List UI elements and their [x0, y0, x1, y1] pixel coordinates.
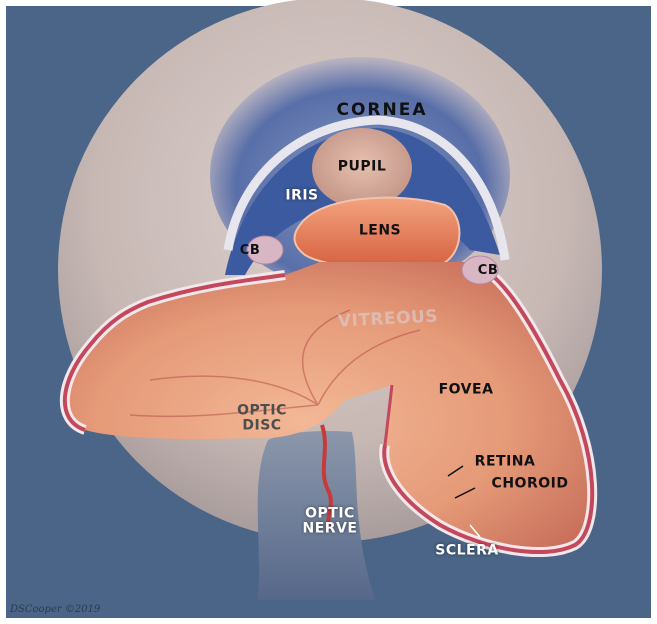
retina-label: RETINA	[475, 455, 536, 470]
choroid-label: CHOROID	[492, 477, 569, 492]
artist-signature: DSCooper ©2019	[10, 604, 100, 615]
pupil-label: PUPIL	[338, 160, 387, 175]
cornea-label: CORNEA	[336, 102, 427, 120]
sclera-label: SCLERA	[435, 544, 498, 559]
optic-disc-label: OPTIC DISC	[237, 403, 287, 432]
ciliary-body-right-label: CB	[478, 264, 498, 278]
optic-nerve-label-line2: NERVE	[303, 521, 358, 536]
lens-label: LENS	[359, 224, 401, 239]
fovea-label: FOVEA	[439, 383, 494, 398]
iris-label: IRIS	[285, 189, 318, 204]
optic-disc-label-line1: OPTIC	[237, 403, 287, 418]
optic-nerve-label-line1: OPTIC	[303, 506, 358, 521]
ciliary-body-left-label: CB	[240, 244, 260, 258]
optic-nerve-label: OPTIC NERVE	[303, 506, 358, 535]
optic-disc-label-line2: DISC	[237, 418, 287, 433]
